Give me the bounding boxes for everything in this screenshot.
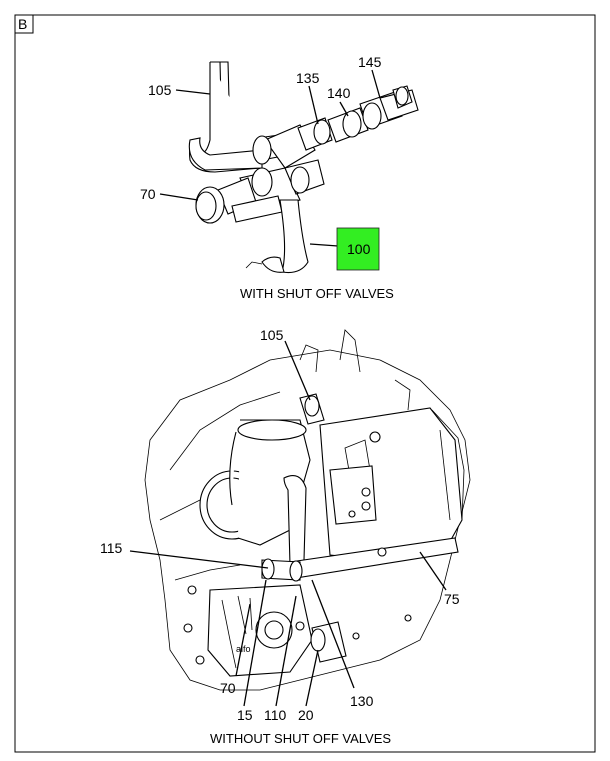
callout-110[interactable]: 110	[264, 707, 287, 723]
callout-100[interactable]: 100	[347, 241, 371, 257]
callout-20[interactable]: 20	[298, 707, 314, 723]
leader-115	[129, 550, 269, 569]
callout-140[interactable]: 140	[327, 85, 351, 101]
leader-100	[309, 243, 339, 247]
section-letter: B	[18, 16, 27, 32]
top-assembly-drawing	[188, 61, 419, 274]
leader-135	[308, 85, 319, 125]
callout-70-top[interactable]: 70	[140, 186, 156, 202]
engine-brand-text: alfo	[236, 644, 251, 654]
leader-20	[305, 649, 319, 707]
callout-130[interactable]: 130	[350, 693, 374, 709]
leader-105-top	[175, 89, 211, 95]
caption-without-shut-off-valves: WITHOUT SHUT OFF VALVES	[210, 731, 391, 746]
leader-70-bottom	[235, 603, 251, 677]
leader-15	[243, 579, 267, 707]
leader-75	[419, 551, 447, 591]
section-box	[14, 14, 34, 34]
diagram-border	[14, 14, 596, 753]
callout-105-top[interactable]: 105	[148, 82, 172, 98]
callout-135[interactable]: 135	[296, 70, 320, 86]
leader-140	[339, 101, 349, 117]
callout-15[interactable]: 15	[237, 707, 253, 723]
caption-with-shut-off-valves: WITH SHUT OFF VALVES	[240, 286, 394, 301]
callout-70-bottom[interactable]: 70	[220, 680, 236, 696]
leader-110	[275, 595, 297, 707]
callout-105-bottom[interactable]: 105	[260, 327, 284, 343]
leader-145	[371, 69, 381, 99]
leader-105-bottom	[284, 340, 311, 401]
callout-115[interactable]: 115	[100, 540, 123, 556]
leader-130	[311, 579, 355, 689]
callout-100-highlight[interactable]	[336, 227, 380, 271]
callout-145[interactable]: 145	[358, 54, 382, 70]
leader-70-top	[159, 193, 199, 201]
callout-75[interactable]: 75	[444, 591, 460, 607]
engine-drawing	[144, 329, 471, 691]
